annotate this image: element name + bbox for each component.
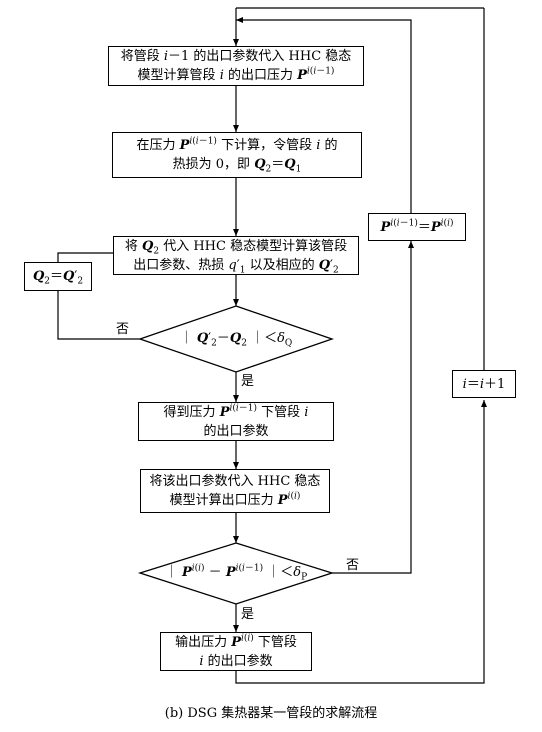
label-yes-p: 是 xyxy=(241,607,255,622)
box-output-line2: i 的出口参数 xyxy=(199,653,273,669)
box-output: 输出压力 Pi(i) 下管段 i 的出口参数 xyxy=(160,632,312,671)
label-no-q: 否 xyxy=(116,322,130,337)
box-compute-pressure-line1: 将管段 i－1 的出口参数代入 HHC 稳态 xyxy=(120,49,352,64)
box-q-assign-text: Q2＝Q′2 xyxy=(32,269,84,287)
box-compute-outlet-pressure-line2: 模型计算出口压力 Pi(i) xyxy=(169,491,301,508)
box-compute-outlet-pressure-line1: 将该出口参数代入 HHC 稳态 xyxy=(149,474,321,489)
box-p-assign: Pi(i－1)＝Pi(i) xyxy=(368,213,466,241)
arrow-d1-no xyxy=(57,291,140,340)
decision-p-diamond xyxy=(137,542,335,605)
box-compute-outlet-line1: 将 Q2 代入 HHC 稳态模型计算该管段 xyxy=(124,238,348,257)
arrow-b6-to-increment xyxy=(235,400,487,684)
box-get-outlet-line2: 的出口参数 xyxy=(203,423,269,439)
box-increment: i＝i＋1 xyxy=(452,370,516,398)
decision-q-diamond xyxy=(138,305,334,373)
box-get-outlet-line1: 得到压力 Pi(i－1) 下管段 i xyxy=(163,403,309,420)
decision-p-text: ｜ Pi(i) － Pi(i－1) ｜＜δP xyxy=(164,563,308,583)
arrow-d2-no xyxy=(332,241,414,574)
box-q-assign: Q2＝Q′2 xyxy=(24,262,92,291)
box-zero-heatloss: 在压力 Pi(i－1) 下计算，令管段 i 的 热损为 0，即 Q2＝Q1 xyxy=(112,132,362,178)
arrow-p-assign-to-top xyxy=(236,17,412,213)
figure-caption: (b) DSG 集热器某一管段的求解流程 xyxy=(164,706,378,721)
label-yes-q: 是 xyxy=(241,374,255,389)
decision-q-text: ｜ Q′2－Q2 ｜＜δQ xyxy=(179,331,293,349)
box-zero-heatloss-line1: 在压力 Pi(i－1) 下计算，令管段 i 的 xyxy=(136,136,338,153)
box-compute-outlet-line2: 出口参数、热损 q′1 以及相应的 Q′2 xyxy=(133,257,339,276)
box-zero-heatloss-line2: 热损为 0，即 Q2＝Q1 xyxy=(172,157,302,175)
box-p-assign-text: Pi(i－1)＝Pi(i) xyxy=(380,218,454,235)
box-get-outlet: 得到压力 Pi(i－1) 下管段 i 的出口参数 xyxy=(138,402,334,441)
box-compute-outlet: 将 Q2 代入 HHC 稳态模型计算该管段 出口参数、热损 q′1 以及相应的 … xyxy=(113,236,359,275)
box-increment-text: i＝i＋1 xyxy=(462,376,506,392)
box-compute-outlet-pressure: 将该出口参数代入 HHC 稳态 模型计算出口压力 Pi(i) xyxy=(140,469,330,513)
box-compute-pressure: 将管段 i－1 的出口参数代入 HHC 稳态 模型计算管段 i 的出口压力 Pi… xyxy=(108,46,364,86)
label-no-p: 否 xyxy=(346,558,360,573)
box-compute-pressure-line2: 模型计算管段 i 的出口压力 Pi(i－1) xyxy=(137,66,335,83)
box-output-line1: 输出压力 Pi(i) 下管段 xyxy=(175,633,297,650)
